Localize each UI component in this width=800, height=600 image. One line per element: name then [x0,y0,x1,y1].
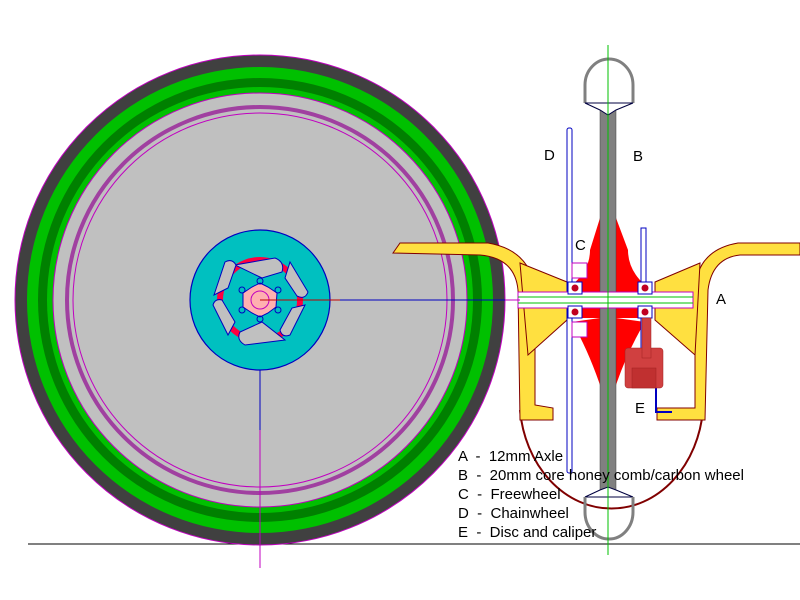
caliper [624,317,664,389]
legend: A - 12mm Axle B - 20mm core honey comb/c… [458,448,744,541]
label-d: D [544,147,555,164]
wheel-side-view [14,54,506,568]
hub-rotor [189,229,340,371]
tyre-cap-bottom [583,486,635,541]
label-a: A [716,291,726,308]
wheel-end-view [392,45,800,555]
legend-item-e: E - Disc and caliper [458,524,596,541]
tyre-cap-top [583,57,635,116]
axle [505,291,694,309]
frame [392,242,800,421]
legend-item-a: A - 12mm Axle [458,448,563,465]
hub-shell [572,218,645,385]
freewheel-upper [571,262,588,279]
label-b: B [633,148,643,165]
freewheel-lower [571,321,588,338]
legend-item-d: D - Chainwheel [458,505,569,522]
mudguard-arc [519,409,704,510]
legend-item-b: B - 20mm core honey comb/carbon wheel [458,467,744,484]
bearings [567,281,653,319]
label-c: C [575,237,586,254]
legend-item-c: C - Freewheel [458,486,561,503]
label-e: E [635,400,645,417]
